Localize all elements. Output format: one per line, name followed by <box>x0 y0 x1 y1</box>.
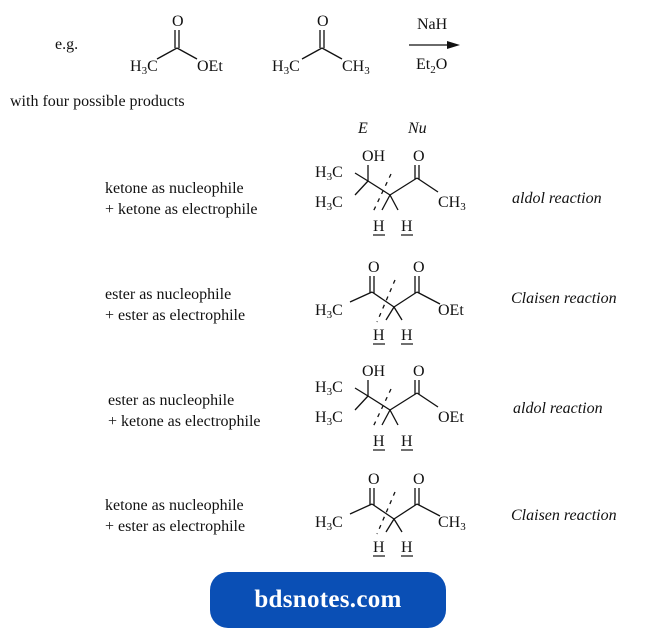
svg-text:O: O <box>413 259 425 276</box>
svg-text:O: O <box>413 471 425 488</box>
product-2-reaction-type: Claisen reaction <box>511 290 617 307</box>
svg-text:H3C: H3C <box>315 302 343 321</box>
svg-text:O: O <box>368 259 380 276</box>
intro-text: with four possible products <box>10 93 185 110</box>
reaction-arrow <box>409 41 460 49</box>
product-3-description: ester as nucleophile + ketone as electro… <box>108 392 261 430</box>
product-1-reaction-type: aldol reaction <box>512 190 602 207</box>
svg-text:H3C: H3C <box>272 58 300 77</box>
reactant-ethyl-acetate: O H3C OEt <box>130 13 223 77</box>
column-label-nucleophile: Nu <box>408 120 427 137</box>
product-2-structure: O O H3C OEt H H <box>315 259 464 345</box>
svg-text:CH3: CH3 <box>342 58 370 77</box>
product-2-description: ester as nucleophile + ester as electrop… <box>105 286 246 324</box>
product-4-reaction-type: Claisen reaction <box>511 507 617 524</box>
reagent-below: Et2O <box>416 56 448 77</box>
bdsnotes-link-text: bdsnotes.com <box>254 586 402 613</box>
svg-text:H3C: H3C <box>130 58 158 77</box>
svg-text:OEt: OEt <box>438 302 464 319</box>
svg-text:H: H <box>401 327 413 344</box>
svg-text:O: O <box>413 363 425 380</box>
svg-text:OH: OH <box>362 363 386 380</box>
reagent-above: NaH <box>417 16 448 33</box>
svg-text:H: H <box>401 433 413 450</box>
product-4-structure: O O H3C CH3 H H <box>315 471 466 557</box>
product-1-structure: OH O H3C H3C CH3 H H <box>315 148 466 236</box>
svg-text:CH3: CH3 <box>438 194 466 213</box>
svg-text:O: O <box>317 13 329 30</box>
svg-text:H3C: H3C <box>315 194 343 213</box>
svg-text:OEt: OEt <box>438 409 464 426</box>
svg-text:CH3: CH3 <box>438 514 466 533</box>
svg-text:H: H <box>373 539 385 556</box>
product-3-reaction-type: aldol reaction <box>513 400 603 417</box>
svg-text:OH: OH <box>362 148 386 165</box>
svg-text:H: H <box>373 433 385 450</box>
reactant-acetone: O H3C CH3 <box>272 13 370 77</box>
svg-text:H: H <box>373 218 385 235</box>
svg-text:OEt: OEt <box>197 58 223 75</box>
product-1-description: ketone as nucleophile + ketone as electr… <box>105 180 258 218</box>
svg-text:O: O <box>413 148 425 165</box>
svg-text:H3C: H3C <box>315 379 343 398</box>
svg-text:H3C: H3C <box>315 514 343 533</box>
svg-text:O: O <box>368 471 380 488</box>
svg-text:H: H <box>401 218 413 235</box>
carbonyl-oxygen: O <box>172 13 184 30</box>
eg-label: e.g. <box>55 36 79 53</box>
reactant-scheme: O H3C OEt O H3C CH3 <box>130 13 460 77</box>
product-3-structure: OH O H3C H3C OEt H H <box>315 363 464 451</box>
svg-text:H: H <box>401 539 413 556</box>
svg-text:H3C: H3C <box>315 409 343 428</box>
svg-text:H: H <box>373 327 385 344</box>
product-4-description: ketone as nucleophile + ester as electro… <box>105 497 246 535</box>
svg-text:H3C: H3C <box>315 164 343 183</box>
bdsnotes-link-button[interactable]: bdsnotes.com <box>210 572 446 628</box>
column-label-electrophile: E <box>358 120 368 137</box>
